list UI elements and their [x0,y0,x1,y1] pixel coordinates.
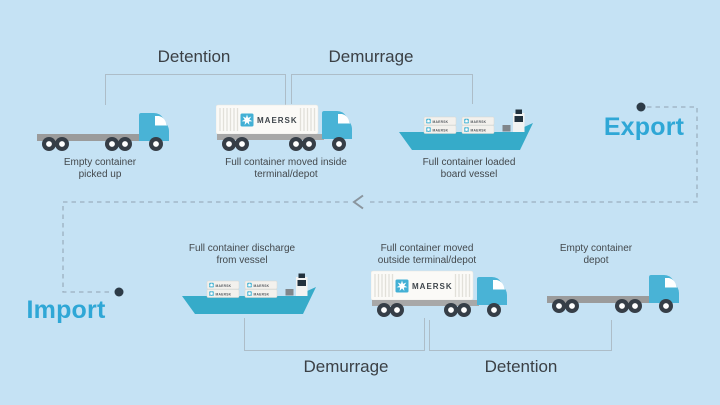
detention-bracket-import [429,320,612,351]
flow-direction-chevron-icon [352,194,364,210]
svg-text:MAERSK: MAERSK [433,120,449,124]
truck-window [338,114,350,124]
demurrage-label-import: Demurrage [303,357,389,376]
svg-text:MAERSK: MAERSK [254,284,270,288]
demurrage-bracket-export [291,74,473,104]
flatbed [37,134,147,141]
truck-window [493,280,505,290]
truck-window [665,278,677,288]
truck-cab [477,277,507,305]
hull [182,287,316,314]
vessel-export-graphic: MAERSK MAERSK MAERSK MAERSK [399,109,533,150]
superstructure [502,109,525,132]
stacked-containers: MAERSK MAERSK MAERSK MAERSK [206,280,278,298]
maersk-logo-text: MAERSK [257,116,298,125]
empty-truck-export-graphic [37,113,169,151]
truck-cab [139,113,169,141]
detention-bracket-export [105,74,286,105]
empty-truck-import-graphic [547,275,679,313]
svg-text:MAERSK: MAERSK [471,128,487,132]
container-truck-import-graphic: MAERSK [371,270,507,317]
detention-label-export: Detention [157,47,231,66]
import-label: Import [26,296,106,324]
demurrage-label-export: Demurrage [328,47,414,66]
svg-text:MAERSK: MAERSK [471,120,487,124]
vessel-import-graphic: MAERSK MAERSK MAERSK MAERSK [182,273,316,314]
container-truck-export-graphic: MAERSK [216,104,352,151]
demurrage-bracket-import [244,318,425,351]
chassis [217,134,324,140]
svg-text:MAERSK: MAERSK [216,284,232,288]
flatbed [547,296,657,303]
svg-text:MAERSK: MAERSK [433,128,449,132]
hull [399,123,533,150]
chassis [372,300,479,306]
truck-window [155,116,167,126]
svg-text:MAERSK: MAERSK [254,292,270,296]
svg-text:MAERSK: MAERSK [216,292,232,296]
maersk-logo-text: MAERSK [412,282,453,291]
container-ribs [374,274,471,297]
truck-cab [322,111,352,139]
superstructure [285,273,308,296]
export-flow-dot [636,102,646,112]
export-label: Export [603,113,685,141]
container-ribs [219,108,316,131]
stacked-containers: MAERSK MAERSK MAERSK MAERSK [423,116,495,134]
truck-cab [649,275,679,303]
detention-label-import: Detention [484,357,558,376]
